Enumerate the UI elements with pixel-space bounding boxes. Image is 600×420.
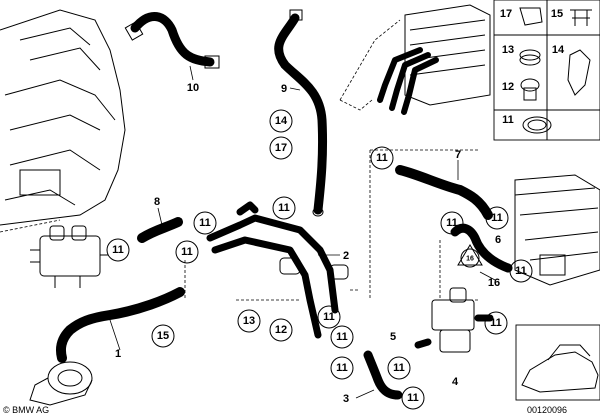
callout-13: 13 (237, 309, 261, 333)
callout-11-i: 11 (317, 305, 341, 329)
callout-17: 17 (269, 136, 293, 160)
svg-text:11: 11 (407, 392, 419, 404)
callout-11-n: 11 (401, 386, 425, 410)
hose-9 (274, 9, 328, 217)
label-7: 7 (455, 149, 461, 161)
copyright-text: © BMW AG (3, 405, 49, 415)
hose-1 (56, 260, 186, 363)
callout-11-e: 11 (106, 238, 130, 262)
part-number-labels: 10 9 7 8 2 6 16 1 5 4 3 (115, 82, 501, 405)
callout-11-m: 11 (387, 356, 411, 380)
svg-text:16: 16 (466, 256, 474, 263)
label-6: 6 (495, 234, 501, 246)
plug-12-icon (520, 78, 540, 92)
svg-text:14: 14 (275, 115, 288, 127)
svg-text:11: 11 (490, 317, 502, 329)
hose-8 (137, 207, 183, 243)
inset-number-12: 12 (502, 81, 514, 93)
svg-text:11: 11 (112, 244, 124, 256)
diagram-code-text: 00120096 (527, 405, 567, 415)
inset-number-15: 15 (551, 8, 563, 20)
svg-text:15: 15 (157, 330, 169, 342)
fasteners-inset: 17 15 13 14 12 11 (493, 0, 600, 141)
callout-12: 12 (269, 318, 293, 342)
label-8: 8 (154, 196, 160, 208)
svg-text:11: 11 (336, 331, 348, 343)
svg-text:13: 13 (243, 315, 255, 327)
callout-circles: 14 17 11 11 11 11 11 11 (106, 109, 533, 410)
svg-text:11: 11 (323, 311, 335, 323)
warning-label-16 (457, 244, 496, 281)
svg-text:11: 11 (278, 202, 290, 214)
svg-text:11: 11 (336, 362, 348, 374)
inset-number-17: 17 (500, 8, 512, 20)
svg-text:11: 11 (491, 212, 503, 224)
bracket-14-icon (567, 49, 591, 96)
callout-11-a: 11 (370, 146, 394, 170)
control-unit-illustration (514, 174, 600, 286)
heater-core-illustration (339, 4, 491, 115)
hose-7 (395, 160, 493, 220)
svg-text:11: 11 (446, 217, 458, 229)
svg-text:11: 11 (393, 362, 405, 374)
pipe-assembly-2 (206, 201, 349, 339)
label-3: 3 (343, 393, 349, 405)
callout-11-b: 11 (272, 196, 296, 220)
callout-15: 15 (151, 324, 175, 348)
hose-10 (124, 12, 220, 81)
svg-text:11: 11 (376, 152, 388, 164)
callout-11-d: 11 (485, 206, 509, 230)
water-valve-illustration (30, 225, 108, 288)
callout-16: 16 (460, 248, 480, 268)
callout-11-j: 11 (330, 325, 354, 349)
callout-11-k: 11 (484, 311, 508, 335)
hose-3 (355, 350, 403, 400)
label-1: 1 (115, 348, 121, 360)
svg-text:11: 11 (181, 246, 193, 258)
grommet-13-icon (519, 49, 541, 61)
svg-text:17: 17 (275, 142, 287, 154)
vehicle-silhouette (515, 324, 600, 401)
svg-text:11: 11 (515, 265, 527, 277)
label-2: 2 (343, 250, 349, 262)
label-5: 5 (390, 331, 396, 343)
valve-4 (414, 287, 494, 353)
callout-11-h: 11 (509, 259, 533, 283)
clip-17-icon (519, 7, 543, 26)
inset-number-14: 14 (552, 44, 565, 56)
hose-clamp-11-icon (522, 116, 552, 134)
water-pump-illustration (29, 361, 93, 406)
inset-number-11: 11 (502, 114, 514, 126)
label-9: 9 (281, 83, 287, 95)
svg-text:12: 12 (275, 324, 287, 336)
callout-11-c: 11 (193, 211, 217, 235)
label-4: 4 (452, 376, 459, 388)
inset-number-13: 13 (502, 44, 514, 56)
callout-11-l: 11 (330, 356, 354, 380)
callout-14: 14 (269, 109, 293, 133)
clip-15-icon (570, 9, 592, 26)
callout-11-f: 11 (175, 240, 199, 264)
label-16: 16 (488, 277, 500, 289)
label-10: 10 (187, 82, 199, 94)
engine-block-illustration (0, 9, 126, 233)
svg-text:11: 11 (199, 217, 211, 229)
callout-11-g: 11 (440, 211, 464, 235)
